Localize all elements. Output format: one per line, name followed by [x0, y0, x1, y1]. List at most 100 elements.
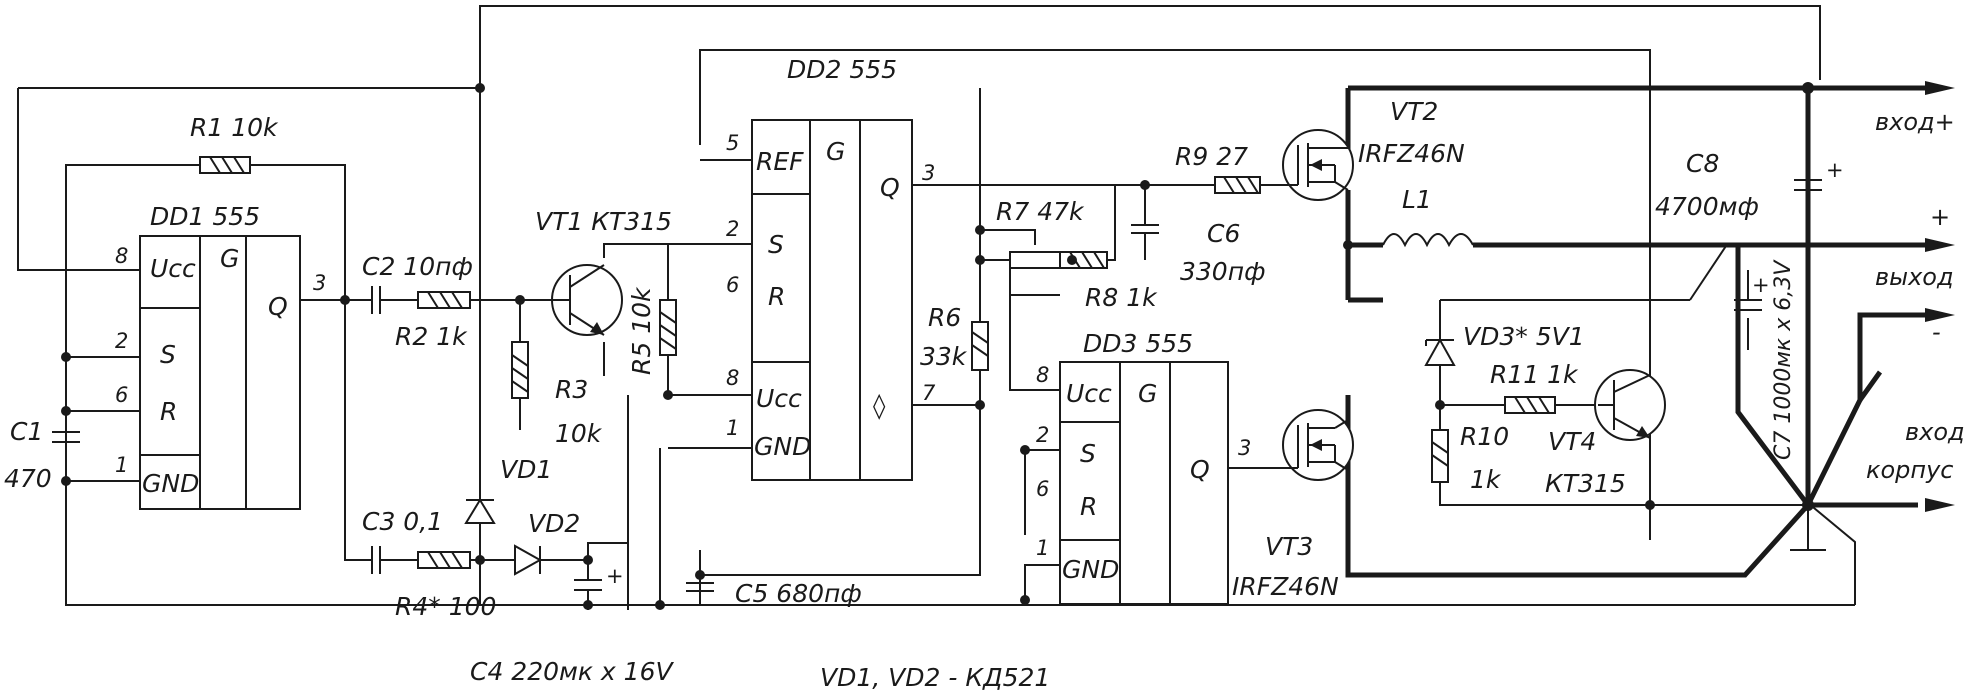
vd3-zener — [1424, 337, 1456, 366]
terminal-vhod: вход — [1905, 418, 1965, 446]
label-c4: C4 220мк x 16V — [470, 657, 674, 686]
dd3-num-3: 3 — [1238, 436, 1251, 460]
label-c2: C2 10пф — [362, 252, 473, 281]
dd1-num-6: 6 — [115, 383, 128, 407]
dd3-pin-q: Q — [1190, 455, 1210, 484]
dd1-g: G — [220, 244, 239, 273]
dd3-pin-gnd: GND — [1062, 555, 1119, 584]
dd2-g: G — [826, 137, 845, 166]
dd2-pin-gnd: GND — [754, 432, 811, 461]
label-vt3: VT3 — [1265, 532, 1313, 561]
arrow-vhod-plus — [1925, 81, 1955, 95]
label-r6-value: 33k — [920, 342, 968, 371]
label-r5: R5 10k — [627, 286, 656, 375]
dd3-num-1: 1 — [1036, 536, 1049, 560]
dd2-num-1: 1 — [726, 416, 739, 440]
dd2-num-3: 3 — [922, 161, 935, 185]
label-c1: C1 — [10, 417, 43, 446]
dd3-pin-ucc: Ucc — [1066, 379, 1112, 408]
dd3-num-6: 6 — [1036, 477, 1049, 501]
dd2-pin-ref: REF — [756, 147, 804, 176]
label-r3: R3 — [555, 375, 588, 404]
dd2-pin-q: Q — [880, 173, 900, 202]
arrow-korpus — [1925, 498, 1955, 512]
vt3-mosfet — [1282, 409, 1354, 481]
label-c8: C8 — [1686, 149, 1719, 178]
c7-plus: + — [1752, 273, 1770, 297]
label-vt3-type: IRFZ46N — [1232, 572, 1339, 601]
terminal-vhod-plus: вход+ — [1875, 108, 1955, 136]
label-c6-value: 330пф — [1180, 257, 1265, 286]
label-vt1: VT1 КТ315 — [535, 207, 672, 236]
label-vd2: VD2 — [528, 509, 580, 538]
label-r7: R7 47k — [996, 197, 1085, 226]
dd1-num-2: 2 — [115, 329, 128, 353]
label-vd1: VD1 — [500, 455, 552, 484]
component-labels: R1 10k C1 470 C2 10пф R2 1k VT1 КТ315 R5… — [4, 97, 1796, 692]
terminal-minus: - — [1932, 318, 1941, 346]
capacitors: + + + — [52, 88, 1844, 605]
dd1-num-8: 8 — [115, 244, 128, 268]
label-r8: R8 1k — [1085, 283, 1158, 312]
dd3-num-8: 8 — [1036, 363, 1049, 387]
dd2-chip: DD2 555 G REF S R Ucc GND Q ◊ 5 2 6 8 1 … — [726, 55, 936, 481]
vd2-diode — [514, 544, 543, 576]
label-c3: C3 0,1 — [362, 507, 443, 536]
dd3-g: G — [1138, 379, 1157, 408]
arrow-vyhod-plus — [1925, 238, 1955, 252]
dd1-title: DD1 555 — [150, 202, 260, 231]
dd1-pin-s: S — [160, 340, 176, 369]
dd1-pin-gnd: GND — [142, 469, 199, 498]
dd2-num-8: 8 — [726, 366, 739, 390]
diodes — [464, 337, 1456, 576]
dd3-pin-s: S — [1080, 439, 1096, 468]
label-r9: R9 27 — [1175, 142, 1248, 171]
dd1-pin-r: R — [160, 397, 177, 426]
label-r10-value: 1k — [1470, 465, 1502, 494]
label-vd3: VD3* 5V1 — [1463, 322, 1585, 351]
terminal-korpus: корпус — [1866, 456, 1954, 484]
vt2-mosfet — [1282, 129, 1354, 201]
terminal-arrows — [1925, 81, 1955, 512]
c8-plus: + — [1826, 158, 1844, 182]
dd1-pin-q: Q — [268, 292, 288, 321]
dd2-pin-r: R — [768, 282, 785, 311]
label-r11: R11 1k — [1490, 360, 1579, 389]
label-r4: R4* 100 — [395, 592, 496, 621]
label-vt4-type: КТ315 — [1545, 469, 1626, 498]
label-c6: C6 — [1207, 219, 1240, 248]
dd2-num-6: 6 — [726, 273, 739, 297]
vt4-transistor — [1594, 369, 1666, 441]
label-c7: C7 1000мк x 6,3V — [1771, 259, 1796, 460]
label-r6: R6 — [928, 303, 961, 332]
arrow-vyhod-minus — [1925, 308, 1955, 322]
dd2-pin-ucc: Ucc — [756, 384, 802, 413]
label-vt2-type: IRFZ46N — [1358, 139, 1465, 168]
terminal-labels: вход+ + выход - вход корпус — [1866, 108, 1965, 484]
label-r3-value: 10k — [555, 419, 603, 448]
dd2-num-2: 2 — [726, 217, 739, 241]
label-c1-value: 470 — [4, 464, 52, 493]
label-r1: R1 10k — [190, 113, 279, 142]
dd2-pin-dis: ◊ — [873, 391, 886, 420]
vd1-diode — [464, 498, 496, 524]
r7-resistor — [1009, 251, 1061, 269]
dd2-pin-s: S — [768, 230, 784, 259]
terminal-vyhod: выход — [1875, 263, 1954, 291]
dd1-num-3: 3 — [313, 271, 326, 295]
label-r2: R2 1k — [395, 322, 468, 351]
vt1-transistor — [551, 264, 623, 336]
label-vd-note: VD1, VD2 - КД521 — [820, 663, 1050, 692]
c4-plus: + — [606, 564, 624, 588]
dd3-num-2: 2 — [1036, 423, 1049, 447]
label-c5: C5 680пф — [735, 579, 862, 608]
dd2-num-7: 7 — [922, 381, 936, 405]
label-vt2: VT2 — [1390, 97, 1438, 126]
dd3-chip: DD3 555 G Ucc S R GND Q 8 2 6 1 3 — [1036, 329, 1251, 605]
dd1-num-1: 1 — [115, 453, 128, 477]
label-r10: R10 — [1460, 422, 1509, 451]
dd3-title: DD3 555 — [1083, 329, 1193, 358]
label-c8-value: 4700мф — [1655, 192, 1759, 221]
l1-inductor — [1382, 233, 1474, 248]
